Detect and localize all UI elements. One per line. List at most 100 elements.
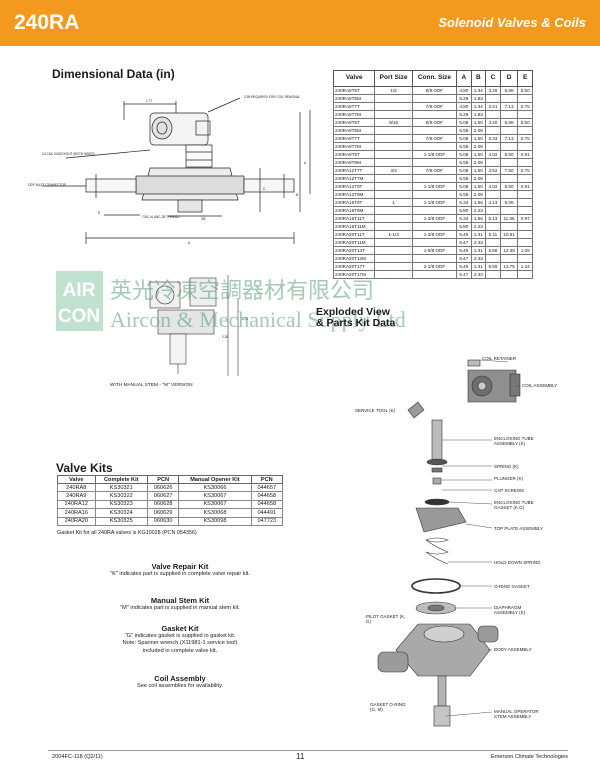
col-port-size: Port Size [374, 70, 413, 87]
dimensional-cell [374, 126, 413, 135]
dimensional-cell: 240RA12T9M [332, 190, 376, 199]
footer-company: Emerson Climate Technologies [490, 754, 568, 760]
dimensional-cell: 6.88 [499, 86, 519, 95]
col-e: E [517, 70, 533, 87]
footer-doc-id: 2004FC-118 (Q2/11) [52, 754, 103, 760]
dimensional-cell: 12.38 [499, 246, 519, 255]
dimensional-cell: 6.47 [456, 254, 472, 263]
kit-cell: KS30325 [94, 516, 148, 526]
kit-cell: KS30068 [178, 508, 252, 518]
dimensional-cell: 7/8 ODF [411, 134, 458, 143]
dim-d-label: D [188, 241, 191, 245]
dimensional-cell: 240RA20T13M [332, 254, 376, 263]
dimensional-cell [374, 150, 413, 159]
callout-service-tool: SERVICE TOOL (K) [355, 408, 396, 413]
col-c: C [485, 70, 501, 87]
dimensional-cell: 1/2 [374, 86, 413, 95]
valve-kits-header: Valve Complete Kit PCN Manual Opener Kit… [57, 475, 284, 484]
dimensional-cell: 1-1/4 [374, 230, 413, 239]
dimensional-cell: 1.50 [470, 134, 487, 143]
kit-legend-block: Manual Stem Kit"M" indicates part is sup… [80, 596, 280, 612]
dimensional-cell [411, 110, 458, 119]
kit-col-valve: Valve [57, 475, 96, 484]
kit-col-pcn2: PCN [250, 475, 284, 484]
dimensional-cell [411, 190, 458, 199]
dimensional-cell [499, 222, 519, 231]
dimensional-cell: 5.28 [456, 94, 472, 103]
dimensional-cell: 1.34 [517, 262, 533, 271]
dimensional-cell [411, 126, 458, 135]
dimensional-cell: 240RA20T11M [332, 238, 376, 247]
dimensional-cell: 5.13 [485, 214, 501, 223]
dimensional-cell: 1-1/8 ODF [411, 150, 458, 159]
dimensional-cell: 240RA20T13T [332, 246, 376, 255]
kit-legend-title: Coil Assembly [154, 674, 206, 683]
dimensional-cell [485, 110, 501, 119]
dimensional-cell: 5.45 [456, 246, 472, 255]
dimensional-cell: 7.13 [499, 102, 519, 111]
watermark-logo-bottom: CON [58, 306, 100, 327]
kit-cell: 044658 [250, 491, 284, 501]
dimensional-cell: 5.34 [456, 198, 472, 207]
dimensional-cell: 240RA8T7M [332, 110, 376, 119]
kit-legend-text: "K" indicates part is supplied in comple… [110, 571, 250, 577]
dimensional-cell: 5.08 [456, 134, 472, 143]
dimensional-cell: 5.45 [456, 230, 472, 239]
dimensional-cell [485, 174, 501, 183]
dimensional-cell [374, 190, 413, 199]
dimensional-cell: 240RA8T7T [332, 102, 376, 111]
dimensional-cell: 7/8 ODF [411, 166, 458, 175]
dimensional-cell [374, 102, 413, 111]
dimensional-cell [485, 126, 501, 135]
dimensional-cell: 5.45 [456, 262, 472, 271]
dimensional-cell: 2.08 [470, 174, 487, 183]
dimensional-cell [517, 142, 533, 151]
dimensional-cell: 7/8 ODF [411, 102, 458, 111]
dimensional-cell: 3.26 [485, 86, 501, 95]
dimensional-cell: 2.08 [470, 158, 487, 167]
watermark-logo-top: AIR [63, 280, 96, 301]
dimensional-cell: 1.34 [470, 86, 487, 95]
dimensional-cell: 1-5/8 ODF [411, 246, 458, 255]
drawing-labels: 1.77 2.95 REQUIRED FOR COIL REMOVAL 1/2 … [28, 95, 307, 245]
dimensional-cell [517, 230, 533, 239]
kit-cell: KS30323 [94, 499, 148, 510]
kit-legend-text: See coil assemblies for availability. [136, 683, 223, 689]
dimensional-cell: 4.80 [456, 102, 472, 111]
kit-cell: 044657 [250, 482, 284, 493]
dimensional-cell [374, 270, 413, 279]
dimensional-cell: 1.31 [470, 246, 487, 255]
dimensional-cell [485, 254, 501, 263]
dimensional-cell [374, 158, 413, 167]
kit-col-complete: Complete Kit [94, 475, 148, 484]
dimensional-cell: 9.06 [499, 198, 519, 207]
dimensional-cell: 240RA16T11M [332, 222, 376, 231]
dimensional-cell: 5.56 [456, 158, 472, 167]
manual-stem-caption: WITH MANUAL STEM - "M" VERSION [110, 383, 193, 388]
dimensional-cell: 2.33 [470, 254, 487, 263]
kit-cell: 060628 [146, 499, 180, 510]
dimensional-cell: 240RA20T17T [332, 262, 376, 271]
dimensional-cell [485, 270, 501, 279]
dimensional-cell: 5.80 [456, 206, 472, 215]
dimensional-cell: 4.13 [485, 198, 501, 207]
dimensional-cell [411, 142, 458, 151]
dimensional-cell [517, 190, 533, 199]
knockout-label: 1/2 DIA. KNOCKOUT (BOTH SIDES) [42, 152, 95, 156]
kit-legend-text: "M" indicates part is supplied in manual… [120, 605, 240, 611]
dimensional-cell [517, 198, 533, 207]
dimensional-cell: 0.75 [517, 134, 533, 143]
kit-col-manual: Manual Opener Kit [178, 475, 252, 484]
dimensional-cell [374, 110, 413, 119]
dimensional-cell [411, 254, 458, 263]
dimensional-cell: 5/8 ODF [411, 118, 458, 127]
dim-a-label: A [304, 161, 307, 165]
valve-side-view-drawing [42, 97, 311, 244]
exploded-title-line1: Exploded View [316, 306, 390, 318]
